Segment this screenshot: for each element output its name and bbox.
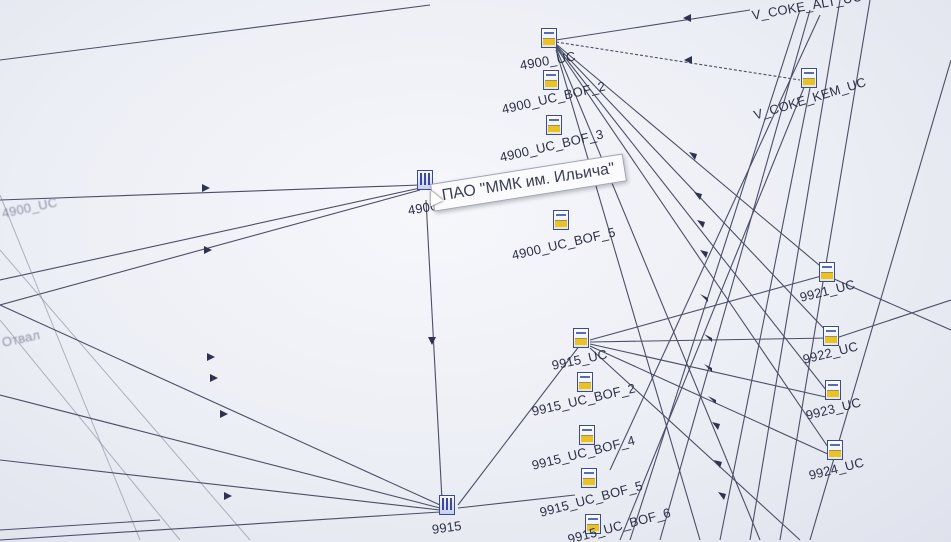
graph-edge[interactable] [0, 511, 441, 541]
graph-edge[interactable] [589, 345, 831, 456]
database-icon [585, 514, 601, 534]
graph-edge[interactable] [824, 274, 951, 331]
graph-edge[interactable] [589, 274, 826, 341]
graph-node-9915-uc-bof-4[interactable] [578, 425, 596, 447]
graph-edge[interactable] [555, 46, 831, 451]
database-icon [577, 372, 593, 392]
graph-node-4900-uc[interactable] [540, 28, 558, 50]
database-icon [801, 68, 817, 88]
graph-edge[interactable] [555, 47, 761, 541]
graph-node-9915[interactable] [438, 495, 456, 517]
database-icon [546, 115, 562, 135]
graph-edge[interactable] [425, 199, 443, 501]
graph-edge[interactable] [629, 9, 801, 541]
database-icon [553, 210, 569, 230]
graph-edge[interactable] [609, 14, 821, 471]
graph-edge[interactable] [555, 9, 751, 41]
graph-edge[interactable] [829, 299, 951, 341]
graph-edge[interactable] [619, 84, 806, 541]
graph-node-4900[interactable] [416, 170, 434, 192]
database-icon [823, 326, 839, 346]
database-icon [819, 262, 835, 282]
database-icon [581, 468, 597, 488]
graph-node-4900-uc-bof-3[interactable] [545, 115, 563, 137]
database-icon [573, 328, 589, 348]
graph-edge[interactable] [0, 319, 181, 541]
graph-node-9922-uc[interactable] [822, 326, 840, 348]
graph-node-9915-uc-bof-2[interactable] [576, 372, 594, 394]
graph-node-9921-uc[interactable] [818, 262, 836, 284]
graph-edge[interactable] [589, 343, 831, 399]
arrowheads [202, 14, 726, 500]
graph-edge[interactable] [719, 87, 811, 541]
graph-edge[interactable] [555, 41, 801, 81]
graph-edge[interactable] [659, 9, 811, 541]
graph-edge[interactable] [555, 49, 701, 541]
graph-edge[interactable] [0, 4, 431, 61]
graph-edge[interactable] [0, 187, 421, 281]
graph-node-9915-uc-bof-5[interactable] [580, 468, 598, 490]
graph-node-4900-uc-bof-2[interactable] [542, 70, 560, 92]
database-icon [827, 440, 843, 460]
database-icon [825, 380, 841, 400]
graph-node-9915-uc[interactable] [572, 328, 590, 350]
graph-edge[interactable] [0, 304, 441, 506]
graph-edge[interactable] [0, 189, 421, 306]
graph-edge[interactable] [749, 0, 841, 541]
graph-node-9923-uc[interactable] [824, 380, 842, 402]
graph-edge[interactable] [457, 344, 581, 506]
graph-edge[interactable] [555, 43, 826, 271]
graph-edge[interactable] [0, 459, 441, 511]
database-icon [543, 70, 559, 90]
graph-node-4900-uc-bof-5[interactable] [552, 210, 570, 232]
factory-icon [417, 170, 433, 190]
graph-edge[interactable] [0, 519, 161, 531]
graph-edge[interactable] [0, 194, 141, 541]
factory-icon [439, 495, 455, 515]
graph-node-v-coke-kem-uc[interactable] [800, 68, 818, 90]
database-icon [579, 425, 595, 445]
graph-edge[interactable] [0, 394, 441, 509]
graph-node-9924-uc[interactable] [826, 440, 844, 462]
graph-edge[interactable] [0, 184, 421, 201]
graph-edge[interactable] [589, 347, 801, 541]
database-icon [541, 28, 557, 48]
graph-edge[interactable] [0, 249, 251, 541]
graph-edge[interactable] [457, 494, 576, 509]
graph-edge[interactable] [809, 59, 951, 541]
graph-node-9915-uc-bof-6[interactable] [584, 514, 602, 536]
